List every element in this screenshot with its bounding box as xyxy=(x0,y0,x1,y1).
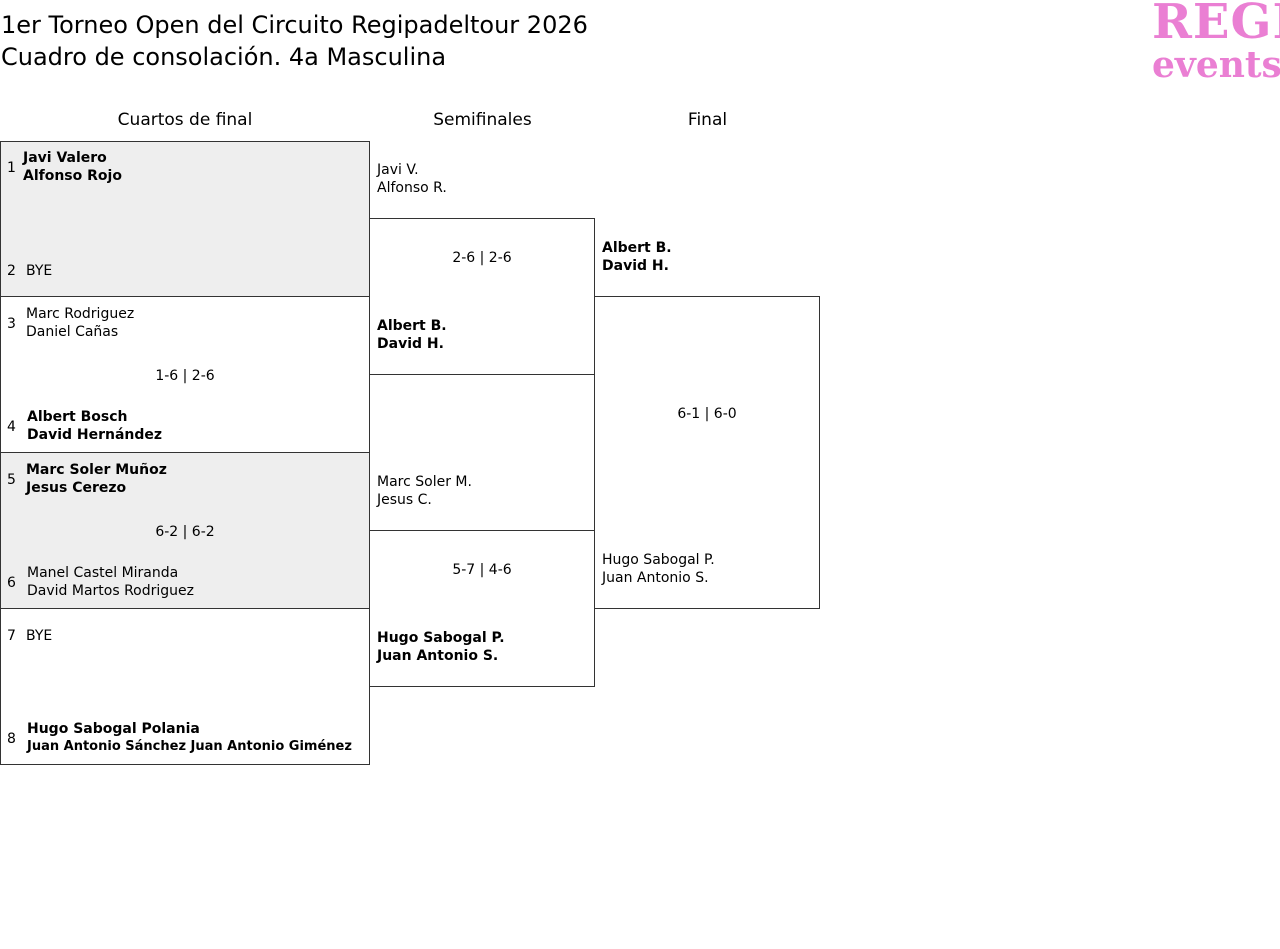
seed-number: 1 xyxy=(7,160,16,176)
bye-label: BYE xyxy=(26,263,53,279)
team-player-1: Marc Soler M. xyxy=(377,474,472,490)
match-score: 1-6 | 2-6 xyxy=(155,368,215,384)
final-match xyxy=(594,296,820,609)
seed-number: 2 xyxy=(7,263,16,279)
team-player-1: Albert Bosch xyxy=(27,409,128,425)
team-player-1: Albert B. xyxy=(377,318,447,334)
bye-label: BYE xyxy=(26,628,53,644)
seed-number: 6 xyxy=(7,575,16,591)
team-player-2: David Martos Rodriguez xyxy=(27,583,195,599)
seed-number: 7 xyxy=(7,628,16,644)
team-player-1: Albert B. xyxy=(602,240,672,256)
team-player-2: Jesus C. xyxy=(377,492,432,508)
team-player-2: Alfonso Rojo xyxy=(23,168,122,184)
team-player-1: Hugo Sabogal P. xyxy=(602,552,715,568)
team-player-2: Juan Antonio Sánchez Juan Antonio Giméne… xyxy=(27,739,352,754)
team-player-2: Alfonso R. xyxy=(377,180,447,196)
round-header-final: Final xyxy=(687,110,728,130)
match-score: 6-1 | 6-0 xyxy=(677,406,737,422)
seed-number: 5 xyxy=(7,472,16,488)
team-player-1: Marc Rodriguez xyxy=(26,306,135,322)
qf-match-3 xyxy=(0,452,370,609)
match-score: 6-2 | 6-2 xyxy=(155,524,215,540)
team-player-1: Manel Castel Miranda xyxy=(27,565,179,581)
seed-number: 8 xyxy=(7,731,16,747)
seed-number: 4 xyxy=(7,419,16,435)
tournament-title: 1er Torneo Open del Circuito Regipadelto… xyxy=(1,11,588,39)
draw-subtitle: Cuadro de consolación. 4a Masculina xyxy=(1,43,447,71)
logo-line-1: REGI xyxy=(1152,0,1280,50)
team-player-2: Juan Antonio S. xyxy=(377,648,499,664)
team-player-1: Hugo Sabogal Polania xyxy=(27,721,200,737)
team-player-1: Javi V. xyxy=(377,162,419,178)
team-player-1: Marc Soler Muñoz xyxy=(26,462,167,478)
team-player-2: Jesus Cerezo xyxy=(26,480,127,496)
team-player-2: David Hernández xyxy=(27,427,163,443)
match-score: 2-6 | 2-6 xyxy=(452,250,512,266)
team-player-2: Daniel Cañas xyxy=(26,324,119,340)
match-score: 5-7 | 4-6 xyxy=(452,562,512,578)
team-player-1: Javi Valero xyxy=(23,150,107,166)
round-header-semifinals: Semifinales xyxy=(433,110,532,130)
round-header-quarterfinals: Cuartos de final xyxy=(117,110,253,130)
qf-match-1 xyxy=(0,141,370,297)
seed-number: 3 xyxy=(7,316,16,332)
logo-line-2: events xyxy=(1152,44,1280,86)
team-player-1: Hugo Sabogal P. xyxy=(377,630,505,646)
team-player-2: David H. xyxy=(602,258,669,274)
team-player-2: Juan Antonio S. xyxy=(602,570,709,586)
regi-events-logo: REGI events xyxy=(1152,0,1280,86)
team-player-2: David H. xyxy=(377,336,444,352)
